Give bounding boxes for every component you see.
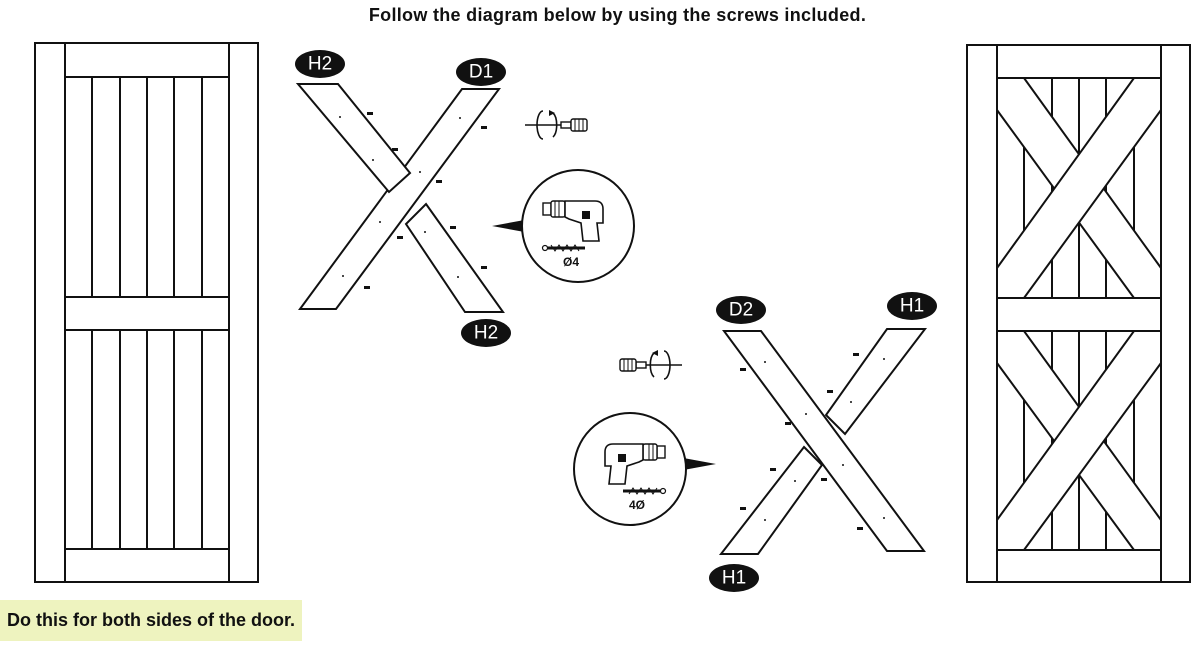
badge-h2-top-label: H2 — [308, 54, 332, 75]
badge-h1-bottom-label: H1 — [722, 568, 746, 589]
screwdriver-icon — [619, 350, 682, 380]
both-sides-note: Do this for both sides of the door. — [0, 600, 302, 641]
door-with-braces — [966, 44, 1191, 583]
badge-d1: D1 — [456, 58, 506, 86]
drill-callout-lower: 4Ø — [573, 412, 716, 526]
badge-h2-top: H2 — [295, 50, 345, 78]
drill-bit-size-upper: Ø4 — [563, 255, 579, 269]
badge-d1-label: D1 — [469, 62, 493, 83]
drill-bit-size-lower: 4Ø — [629, 498, 645, 512]
drill-icon — [604, 443, 667, 495]
instruction-title: Follow the diagram below by using the sc… — [368, 5, 867, 25]
drill-icon — [541, 200, 604, 252]
badge-h1-top: H1 — [887, 292, 937, 320]
brace-assembly-lower — [718, 328, 928, 555]
badge-d2: D2 — [716, 296, 766, 324]
badge-h2-bottom-label: H2 — [474, 323, 498, 344]
screwdriver-icon — [525, 110, 588, 140]
door-plain — [34, 42, 259, 583]
drill-callout-upper: Ø4 — [492, 169, 635, 283]
badge-h1-bottom: H1 — [709, 564, 759, 592]
badge-h2-bottom: H2 — [461, 319, 511, 347]
badge-h1-top-label: H1 — [900, 296, 924, 317]
badge-d2-label: D2 — [729, 300, 753, 321]
brace-assembly-upper — [295, 83, 505, 313]
